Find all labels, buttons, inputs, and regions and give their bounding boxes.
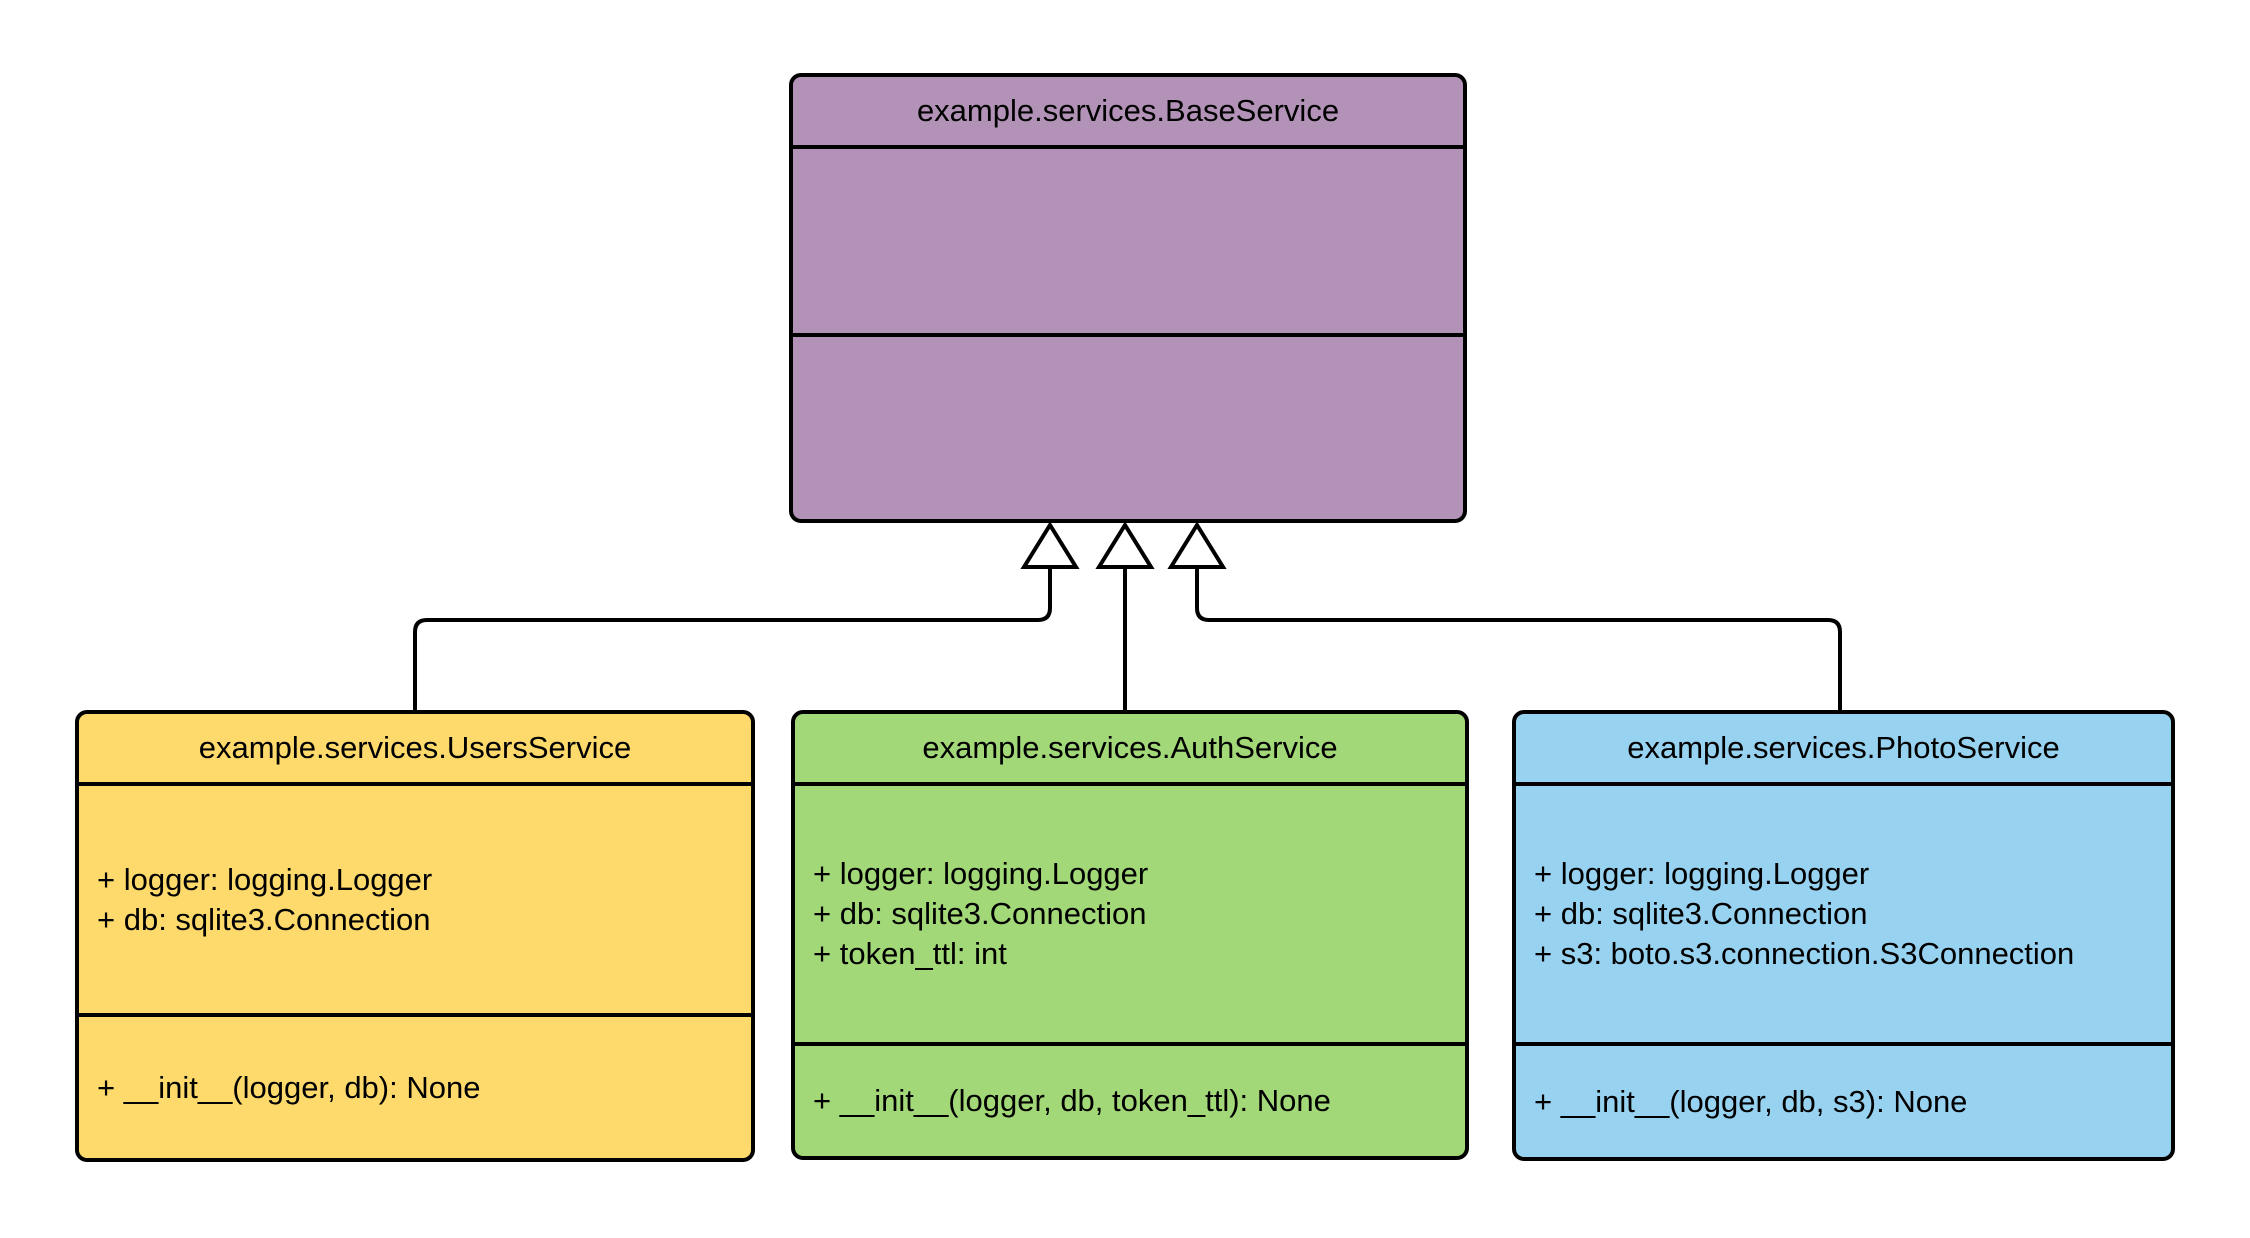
inheritance-arrowhead-users-icon bbox=[1020, 521, 1080, 569]
methods-section: + __init__(logger, db, token_ttl): None bbox=[795, 1042, 1465, 1156]
class-name: example.services.PhotoService bbox=[1627, 730, 2060, 765]
inheritance-arrowhead-photo-icon bbox=[1167, 521, 1227, 569]
class-name: example.services.BaseService bbox=[916, 93, 1340, 128]
attribute-text: + db: sqlite3.Connection bbox=[97, 901, 431, 937]
attribute-text: + token_ttl: int bbox=[813, 936, 1007, 971]
methods-section: + __init__(logger, db): None bbox=[79, 1013, 751, 1158]
attributes-section bbox=[793, 145, 1463, 333]
attribute-text: + db: sqlite3.Connection bbox=[1534, 896, 1868, 931]
attributes-section: + logger: logging.Logger + db: sqlite3.C… bbox=[795, 782, 1465, 1042]
class-node-users-service: example.services.UsersService + logger: … bbox=[75, 710, 755, 1162]
attribute-text: + logger: logging.Logger bbox=[813, 856, 1149, 891]
attribute-text: + s3: boto.s3.connection.S3Connection bbox=[1534, 936, 2075, 971]
class-node-auth-service: example.services.AuthService + logger: l… bbox=[791, 710, 1469, 1160]
inheritance-edge-users bbox=[413, 567, 1052, 710]
methods-section bbox=[793, 333, 1463, 519]
attribute-text: + logger: logging.Logger bbox=[1534, 856, 1870, 891]
attributes-section: + logger: logging.Logger + db: sqlite3.C… bbox=[79, 782, 751, 1013]
method-text: + __init__(logger, db, token_ttl): None bbox=[813, 1083, 1331, 1118]
attribute-text: + logger: logging.Logger bbox=[97, 861, 433, 897]
methods-section: + __init__(logger, db, s3): None bbox=[1516, 1042, 2171, 1157]
inheritance-edge-photo bbox=[1195, 567, 1842, 710]
inheritance-arrowhead-auth-icon bbox=[1095, 521, 1155, 569]
attributes-section: + logger: logging.Logger + db: sqlite3.C… bbox=[1516, 782, 2171, 1042]
class-node-photo-service: example.services.PhotoService + logger: … bbox=[1512, 710, 2175, 1161]
method-text: + __init__(logger, db, s3): None bbox=[1534, 1083, 1968, 1119]
class-name: example.services.UsersService bbox=[198, 730, 632, 765]
class-node-base-service: example.services.BaseService bbox=[789, 73, 1467, 523]
class-name: example.services.AuthService bbox=[922, 730, 1338, 765]
attribute-text: + db: sqlite3.Connection bbox=[813, 896, 1147, 931]
method-text: + __init__(logger, db): None bbox=[97, 1069, 481, 1105]
